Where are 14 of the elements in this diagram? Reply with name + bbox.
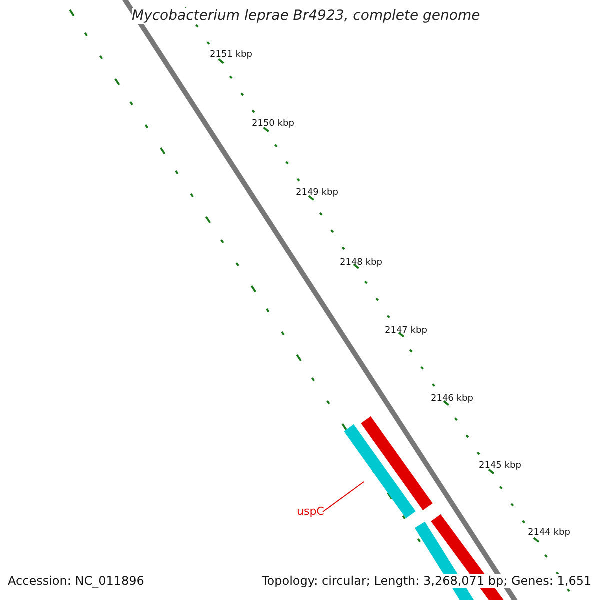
map-title: Mycobacterium leprae Br4923, complete genome [132, 8, 480, 24]
genome-info-text: Topology: circular; Length: 3,268,071 bp; Genes: 1,651 [262, 574, 592, 588]
scale-label: 2144 kbp [528, 528, 570, 538]
leader-line [322, 482, 364, 512]
scale-label: 2146 kbp [431, 394, 474, 404]
scale-label: 2150 kbp [252, 119, 294, 129]
gene-bar [344, 424, 416, 518]
scale-label: 2149 kbp [296, 188, 338, 198]
gene-label: uspC [297, 505, 324, 518]
scale-label: 2151 kbp [210, 50, 252, 60]
scale-label: 2145 kbp [479, 461, 522, 471]
accession-text: Accession: NC_011896 [8, 574, 144, 588]
scale-label: 2148 kbp [340, 258, 382, 268]
scale-label: 2147 kbp [385, 326, 428, 336]
